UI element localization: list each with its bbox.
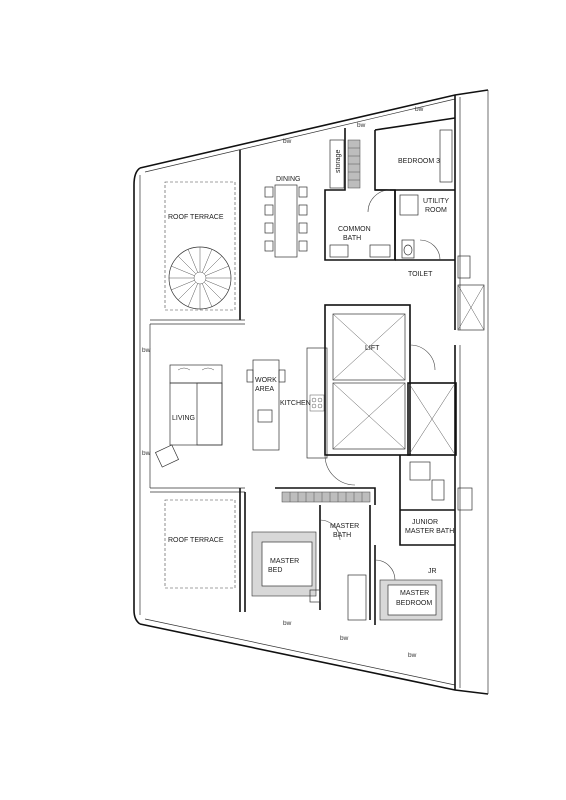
roof-terrace-top: ROOF TERRACE — [150, 150, 245, 325]
roof-terrace-top-label: ROOF TERRACE — [168, 214, 224, 221]
common-bath-label-1: COMMON — [338, 226, 371, 233]
dining-chair — [264, 204, 274, 216]
stair-step — [202, 283, 213, 307]
stair-step — [177, 255, 196, 274]
dining-chair — [298, 222, 308, 234]
bay-window-label: bw — [142, 347, 151, 354]
storage-label: storage — [335, 150, 342, 173]
jr-master-bed-label-2: MASTER — [400, 590, 429, 597]
bay-window-label: bw — [357, 122, 366, 129]
bay-window-label: bw — [283, 620, 292, 627]
dining-room: DINING — [264, 176, 308, 258]
roof-terrace-bottom-label: ROOF TERRACE — [168, 537, 224, 544]
junior-master-bath: JUNIOR MASTER BATH — [399, 455, 455, 546]
stair-step — [177, 282, 196, 301]
bay-window-label: bw — [283, 138, 292, 145]
work-area: WORK AREA — [246, 359, 286, 451]
dining-chair — [264, 240, 274, 252]
common-bath-label-2: BATH — [343, 235, 361, 242]
roof-terrace-bottom: ROOF TERRACE — [150, 487, 245, 612]
stair-step — [171, 280, 195, 291]
north-rooms: storage BEDROOM 3 UTILITY ROOM COMMON BA… — [324, 117, 456, 278]
corridor — [324, 255, 485, 511]
master-bath-label-2: BATH — [333, 532, 351, 539]
spiral-staircase-top — [168, 246, 232, 310]
dining-chair — [264, 186, 274, 198]
dining-chair — [298, 186, 308, 198]
jr-master-bed-label-3: BEDROOM — [396, 600, 432, 607]
outer-envelope — [133, 89, 489, 695]
stair-step — [205, 280, 229, 291]
bay-window-label: bw — [408, 652, 417, 659]
master-bed-label-1: MASTER — [270, 558, 299, 565]
living-label: LIVING — [172, 415, 195, 422]
stair-step — [205, 265, 229, 276]
kitchen-label: KITCHEN — [280, 400, 311, 407]
stair-step — [204, 255, 223, 274]
stair-step — [187, 249, 198, 273]
lift-label: LIFT — [365, 345, 380, 352]
utility-room-label-1: UTILITY — [423, 198, 449, 205]
junior-master-bedroom: JR MASTER BEDROOM — [374, 545, 443, 625]
junior-bath-label-1: JUNIOR — [412, 519, 438, 526]
bedroom-3-label: BEDROOM 3 — [398, 158, 440, 165]
master-bedroom: MASTER BED — [244, 492, 321, 612]
dining-chair — [264, 222, 274, 234]
stair-step — [202, 249, 213, 273]
kitchen: KITCHEN — [280, 347, 328, 459]
junior-bath-label-2: MASTER BATH — [405, 528, 454, 535]
master-bed-label-2: BED — [268, 567, 282, 574]
work-area-label-1: WORK — [255, 377, 277, 384]
stair-step — [187, 283, 198, 307]
bay-window-label: bw — [415, 106, 424, 113]
living-room: LIVING — [149, 324, 223, 488]
work-area-label-2: AREA — [255, 386, 274, 393]
jr-master-bed-label-1: JR — [428, 568, 437, 575]
lift-core: LIFT — [324, 304, 457, 456]
master-bath-label-1: MASTER — [330, 523, 359, 530]
stair-step — [171, 265, 195, 276]
dining-label: DINING — [276, 176, 301, 183]
stair-step — [204, 282, 223, 301]
dining-chair — [298, 240, 308, 252]
toilet-label: TOILET — [408, 271, 433, 278]
bay-window-label: bw — [340, 635, 349, 642]
bay-window-label: bw — [142, 450, 151, 457]
dining-chair — [298, 204, 308, 216]
utility-room-label-2: ROOM — [425, 207, 447, 214]
bay-window-labels: bw bw bw bw bw bw bw bw — [142, 106, 424, 659]
